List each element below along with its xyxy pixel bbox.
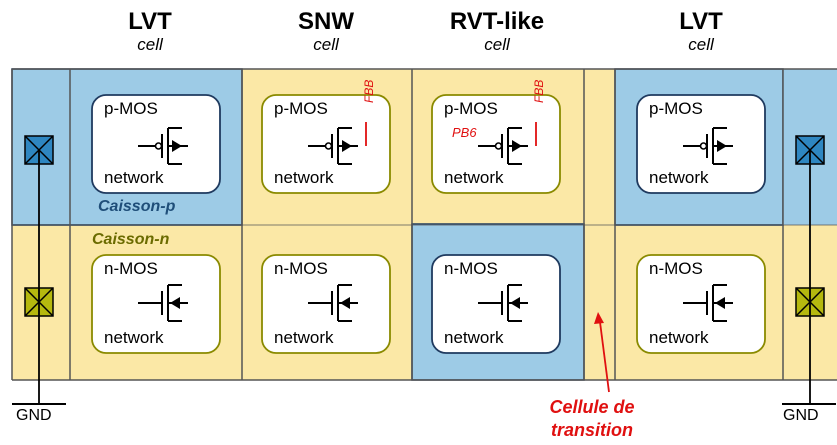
nmos-network-label-snw: network xyxy=(274,328,334,347)
transition-arrow xyxy=(594,312,610,393)
nmos-network-label-lvt-right: network xyxy=(649,328,709,347)
nmos-label-lvt-right: n-MOS xyxy=(649,259,703,278)
transition-cell-label: Cellule de transition xyxy=(512,396,672,442)
nmos-label-snw: n-MOS xyxy=(274,259,328,278)
transition-cell-label-line2: transition xyxy=(550,420,633,440)
pmos-label-lvt-right: p-MOS xyxy=(649,99,703,118)
pmos-network-label-lvt-right: network xyxy=(649,168,709,187)
header-snw-subtitle: cell xyxy=(313,35,339,54)
pb6-label: PB6 xyxy=(452,125,477,140)
n-well-label: Caisson-n xyxy=(92,231,170,248)
header-lvt-left-subtitle: cell xyxy=(137,35,163,54)
nmos-network-label-lvt-left: network xyxy=(104,328,164,347)
header-rvt-like-subtitle: cell xyxy=(484,35,510,54)
pmos-label-lvt-left: p-MOS xyxy=(104,99,158,118)
header-rvt-like: RVT-like cell xyxy=(412,10,582,56)
gnd-label-left: GND xyxy=(16,407,52,424)
fbb-label-rvt-like: FBB xyxy=(532,79,546,103)
p-well-label: Caisson-p xyxy=(98,198,176,215)
nmos-label-lvt-left: n-MOS xyxy=(104,259,158,278)
gnd-wire-left xyxy=(12,150,66,405)
header-lvt-left: LVT cell xyxy=(65,10,235,56)
header-lvt-right-title: LVT xyxy=(679,8,723,35)
header-rvt-like-title: RVT-like xyxy=(449,8,545,35)
nmos-network-label-rvt-like: network xyxy=(444,328,504,347)
header-snw: SNW cell xyxy=(241,10,411,56)
pmos-network-label-lvt-left: network xyxy=(104,168,164,187)
nmos-label-rvt-like: n-MOS xyxy=(444,259,498,278)
pmos-network-label-snw: network xyxy=(274,168,334,187)
gnd-wire-right xyxy=(782,150,836,405)
fbb-label-snw: FBB xyxy=(362,79,376,103)
pmos-network-label-rvt-like: network xyxy=(444,168,504,187)
transition-cell-label-line1: Cellule de xyxy=(549,397,635,417)
gnd-label-right: GND xyxy=(783,407,819,424)
cell-boundaries xyxy=(11,68,837,381)
header-snw-title: SNW xyxy=(298,8,354,35)
header-lvt-right-subtitle: cell xyxy=(688,35,714,54)
header-lvt-right: LVT cell xyxy=(616,10,786,56)
pmos-label-rvt-like: p-MOS xyxy=(444,99,498,118)
header-lvt-left-title: LVT xyxy=(128,8,172,35)
pmos-label-snw: p-MOS xyxy=(274,99,328,118)
